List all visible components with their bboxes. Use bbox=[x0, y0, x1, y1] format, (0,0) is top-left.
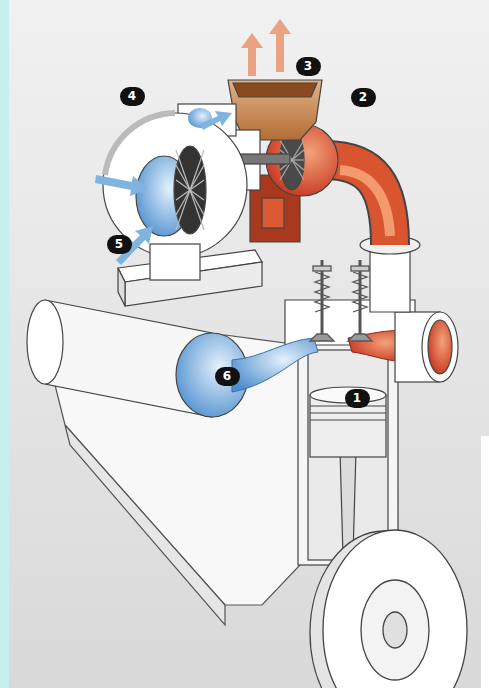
callout-number: 4 bbox=[120, 87, 145, 106]
valves-part bbox=[348, 334, 372, 341]
intake-pipe-part bbox=[27, 300, 63, 384]
exhaust-arrows-part bbox=[269, 19, 291, 72]
air-arrows-part bbox=[200, 111, 232, 130]
callout-number: 6 bbox=[215, 367, 240, 386]
compressor-part bbox=[174, 146, 206, 234]
background-part bbox=[0, 0, 9, 688]
valves-part bbox=[315, 272, 329, 312]
air-arrows bbox=[95, 111, 232, 265]
engine-block-part bbox=[65, 425, 225, 625]
compressor bbox=[103, 104, 247, 280]
piston-part bbox=[310, 412, 386, 413]
exhaust-manifold-part bbox=[340, 170, 390, 236]
intake-port-part bbox=[232, 338, 318, 392]
exhaust-manifold bbox=[325, 160, 458, 382]
exhaust-manifold-part bbox=[428, 320, 452, 374]
turbine-part bbox=[262, 198, 284, 228]
compressor-part bbox=[176, 150, 204, 230]
exhaust-arrows bbox=[241, 19, 291, 76]
callout-number: 5 bbox=[107, 235, 132, 254]
callout-number: 2 bbox=[351, 88, 376, 107]
valves-part bbox=[313, 266, 331, 271]
intake-duct-part bbox=[118, 268, 125, 306]
exhaust-arrows-part bbox=[241, 33, 263, 76]
compressor-part bbox=[176, 150, 204, 230]
intake-pipe bbox=[27, 300, 248, 417]
exhaust-manifold-part bbox=[370, 245, 410, 312]
turbine bbox=[250, 124, 338, 242]
intake-pipe-part bbox=[176, 333, 248, 417]
piston-part bbox=[310, 419, 386, 420]
callout-number: 1 bbox=[345, 389, 370, 408]
flywheel-part bbox=[361, 580, 429, 680]
flywheel-part bbox=[323, 530, 467, 688]
valves-part bbox=[353, 272, 367, 312]
air-arrows-part bbox=[95, 175, 148, 196]
callout-number: 3 bbox=[296, 57, 321, 76]
background-part bbox=[481, 436, 489, 688]
valves bbox=[310, 260, 372, 341]
exhaust-manifold-part bbox=[422, 312, 458, 382]
flywheel-part bbox=[383, 612, 407, 648]
piston bbox=[310, 387, 386, 457]
flywheel bbox=[310, 530, 467, 688]
valves-part bbox=[351, 266, 369, 271]
intake-port bbox=[232, 338, 318, 392]
compressor-part bbox=[150, 244, 200, 280]
valves-part bbox=[310, 334, 334, 341]
exhaust-outlet-part bbox=[233, 83, 317, 97]
